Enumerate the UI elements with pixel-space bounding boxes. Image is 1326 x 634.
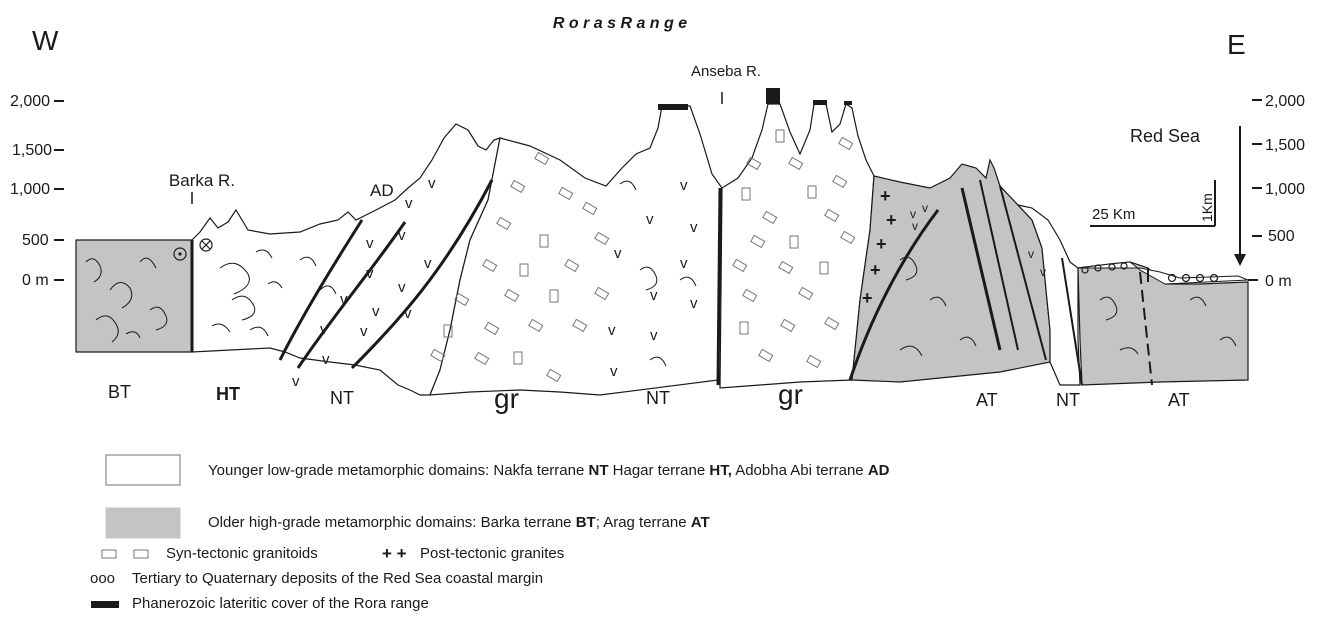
elev-right-1000: 1,000 bbox=[1265, 181, 1305, 198]
red-sea-label: Red Sea bbox=[1130, 126, 1201, 146]
svg-text:v: v bbox=[340, 291, 348, 308]
legend-syn-tectonic-swatch-1 bbox=[102, 550, 116, 558]
legend-phanerozoic-swatch bbox=[91, 601, 119, 608]
svg-text:v: v bbox=[646, 211, 654, 228]
svg-text:+: + bbox=[870, 260, 881, 280]
east-label: E bbox=[1227, 29, 1246, 60]
legend-syn-tectonic-swatch-2 bbox=[134, 550, 148, 558]
svg-text:v: v bbox=[372, 303, 380, 320]
horizontal-scale-label: 25 Km bbox=[1092, 206, 1135, 223]
cross-section: vv vv vv vv vv vv vv vv vv vv vv vv vv v… bbox=[76, 88, 1248, 395]
svg-text:v: v bbox=[680, 177, 688, 194]
svg-text:+: + bbox=[880, 186, 891, 206]
elev-right-2000: 2,000 bbox=[1265, 93, 1305, 110]
elev-right-500: 500 bbox=[1268, 228, 1295, 245]
svg-text:v: v bbox=[404, 305, 412, 322]
elev-right-1500: 1,500 bbox=[1265, 137, 1305, 154]
svg-text:+: + bbox=[886, 210, 897, 230]
legend-older-swatch bbox=[106, 508, 180, 538]
legend-younger-swatch bbox=[106, 455, 180, 485]
barka-river-label: Barka R. bbox=[169, 171, 235, 190]
svg-text:v: v bbox=[912, 219, 918, 233]
svg-text:v: v bbox=[405, 195, 413, 212]
svg-text:v: v bbox=[1028, 247, 1034, 261]
svg-text:v: v bbox=[320, 321, 328, 338]
svg-text:v: v bbox=[680, 255, 688, 272]
left-elevation-axis: 2,000 1,500 1,000 500 0 m bbox=[10, 93, 64, 289]
unit-label-at-1: AT bbox=[976, 390, 998, 410]
unit-label-at-2: AT bbox=[1168, 390, 1190, 410]
svg-text:v: v bbox=[922, 201, 928, 215]
svg-text:v: v bbox=[650, 327, 658, 344]
unit-label-gr-1: gr bbox=[494, 383, 519, 414]
unit-label-bt: BT bbox=[108, 382, 131, 402]
elev-left-2000: 2,000 bbox=[10, 93, 50, 110]
svg-text:v: v bbox=[608, 322, 616, 339]
unit-label-ht: HT bbox=[216, 384, 240, 404]
svg-text:v: v bbox=[366, 265, 374, 282]
svg-text:v: v bbox=[398, 279, 406, 296]
elev-left-0: 0 m bbox=[22, 272, 49, 289]
svg-text:v: v bbox=[366, 235, 374, 252]
svg-text:+: + bbox=[876, 234, 887, 254]
svg-text:v: v bbox=[360, 323, 368, 340]
svg-text:v: v bbox=[690, 295, 698, 312]
svg-text:v: v bbox=[424, 255, 432, 272]
svg-text:v: v bbox=[650, 287, 658, 304]
elev-left-1500: 1,500 bbox=[12, 142, 52, 159]
svg-text:v: v bbox=[610, 363, 618, 380]
svg-text:v: v bbox=[428, 175, 436, 192]
red-sea-arrowhead bbox=[1234, 254, 1246, 266]
unit-label-nt-2: NT bbox=[646, 388, 670, 408]
unit-label-gr-2: gr bbox=[778, 379, 803, 410]
svg-text:v: v bbox=[614, 245, 622, 262]
svg-text:v: v bbox=[690, 219, 698, 236]
right-elevation-axis: 2,000 1,500 1,000 500 0 m bbox=[1248, 93, 1305, 290]
title: R o r a s R a n g e bbox=[553, 15, 687, 32]
svg-text:v: v bbox=[322, 351, 330, 368]
vertical-scale-label: 1Km bbox=[1199, 193, 1215, 222]
unit-label-ad: AD bbox=[370, 181, 394, 200]
west-label: W bbox=[32, 25, 59, 56]
legend-swatches bbox=[91, 455, 180, 608]
anseba-river-label: Anseba R. bbox=[691, 63, 761, 80]
svg-text:v: v bbox=[398, 227, 406, 244]
unit-label-nt-3: NT bbox=[1056, 390, 1080, 410]
elev-right-0: 0 m bbox=[1265, 273, 1292, 290]
elev-left-500: 500 bbox=[22, 232, 49, 249]
svg-text:v: v bbox=[1040, 265, 1046, 279]
elev-left-1000: 1,000 bbox=[10, 181, 50, 198]
svg-text:v: v bbox=[292, 373, 300, 390]
svg-text:+: + bbox=[862, 288, 873, 308]
unit-label-nt-1: NT bbox=[330, 388, 354, 408]
